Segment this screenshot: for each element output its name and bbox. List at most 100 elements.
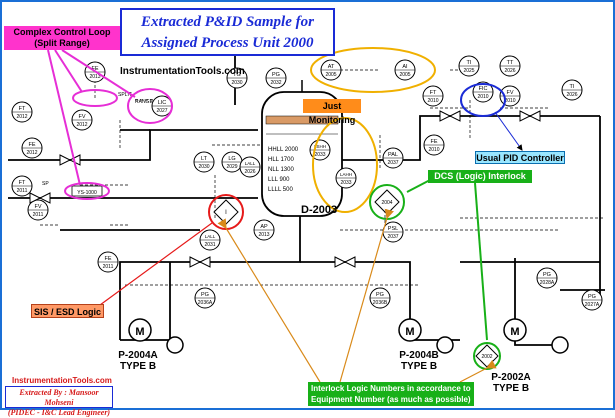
instrument-lg2029: LG 2029 [221,151,243,173]
instrument-lg2029-num: 2029 [226,164,237,170]
instrument-ai2005-func: AI [402,64,408,70]
website-label-bottom: InstrumentationTools.com [12,376,112,385]
pump-p2002a-symbol: M [503,318,569,354]
instrument-fe2012-func: FE [28,142,35,148]
instrument-tg2030-func: TG [233,72,241,78]
credit-box: Extracted By : Mansoor Mohseni (PIDEC - … [5,386,113,417]
svg-text:YS-1000: YS-1000 [77,190,97,196]
pump-p2004b-tag: P-2004B [399,350,439,361]
instrument-fv2010-num: 2010 [504,98,515,104]
svg-text:RANGE: RANGE [135,99,153,105]
instrument-lt2030-func: LT [201,156,208,162]
instrument-lshh2033-func: LSHH [314,144,326,149]
instrument-at2005-num: 2005 [325,72,336,78]
instrument-pg2036b: PG 2036B [369,287,391,309]
pump-p2004a-symbol: M [128,318,184,354]
pump-p2002a-tag: P-2002A [491,372,531,383]
instrument-pal2037-num: 2037 [387,160,398,166]
sis-pointer [99,222,213,306]
pid-highlight [460,83,506,117]
pump-p2002a-type: TYPE B [492,383,530,394]
ccl-line-1: Complex Control Loop [13,27,111,37]
pump-p2004a-label: P-2004A TYPE B [103,350,173,372]
instrument-ft2010: FT 2010 [422,85,444,107]
pump-p2004a-tag: P-2004A [118,350,158,361]
instrument-ti2025-num: 2025 [463,68,474,74]
instrument-fv2011-num: 2011 [33,212,44,218]
svg-text:I: I [225,210,227,216]
instrument-pg2036a-func: PG [201,292,209,298]
instrument-lall2031-func: LALL [205,234,216,239]
instrument-lt2030-num: 2030 [198,164,209,170]
instrument-lahh2033-num: 2033 [340,180,351,186]
pump-p2004a-type: TYPE B [119,361,157,372]
instrument-psl2037-func: PSL [388,226,398,232]
instrument-pg2028a-num: 2028A [540,280,555,286]
instrument-fv2011-func: FV [34,204,41,210]
instrument-lg2029-func: LG [228,156,235,162]
instrument-pg2036b-func: PG [376,292,384,298]
instrument-fe2013-num: 2013 [89,74,100,80]
instrument-fv2012: FV 2012 [71,109,93,131]
instrument-pal2037-func: PAL [388,152,398,158]
instrument-ti2026-func: TI [570,84,575,90]
instrument-ti2025: TI 2025 [458,55,480,77]
just-monitoring-callout: Just Monitoring [303,99,361,125]
split-range-highlight [47,49,173,200]
instrument-tt2026-num: 2026 [504,68,515,74]
instrument-ap2013-func: AP [260,224,268,230]
instrument-fv2012-num: 2012 [76,122,87,128]
instrument-pg2027a-num: 2027A [585,302,600,308]
pump-p2002a-label: P-2002A TYPE B [476,372,546,394]
vessel-level-hhll: HHLL 2000 [268,147,299,153]
pump-p2004b-type: TYPE B [400,361,438,372]
instrument-fe2011-num: 2011 [103,264,114,270]
dcs-interlock-callout: DCS (Logic) Interlock [428,170,532,183]
instrument-pg2027a-func: PG [588,294,596,300]
instrument-pg2036b-num: 2036B [373,300,388,306]
instrument-fic2010-func: FIC [479,86,488,92]
pid-pointer [494,111,523,151]
vessel-level-nll: NLL 1300 [268,167,294,173]
split-range-block: YS-1000 SPLIT RANGE SP [42,92,153,197]
instrument-pal2037: PAL 2037 [382,147,404,169]
svg-text:2004: 2004 [381,200,392,206]
interlock-diamond-dcs: 2004 [374,189,400,215]
monitoring-highlight [310,47,436,213]
instrument-pg2027a: PG 2027A [581,289,603,311]
title-line-1: Extracted P&ID Sample for [141,14,314,30]
instrument-ft2011-func: FT [19,180,26,186]
instrument-ft2010-num: 2010 [427,98,438,104]
svg-text:M: M [510,326,519,338]
complex-control-loop-callout: Complex Control Loop (Split Range) [4,26,120,50]
instrument-ft2010-func: FT [430,90,437,96]
interlock-number-pointers [217,208,497,383]
instrument-ti2025-func: TI [467,60,472,66]
interlock-diamond-i: I [213,199,239,225]
instrument-fv2010-func: FV [506,90,513,96]
instrument-fv2012-func: FV [78,114,85,120]
instrument-ti2026-num: 2026 [566,92,577,98]
instrument-fe2013-func: FE [91,66,98,72]
title-line-2: Assigned Process Unit 2000 [141,35,314,51]
svg-text:SP: SP [42,181,49,187]
instrument-lall2026-num: 2026 [244,169,255,175]
instrument-fic2010-num: 2010 [477,94,488,100]
svg-text:M: M [405,326,414,338]
instrument-ft2011-num: 2011 [17,188,28,194]
interlock-diamond-pump: 2002 [475,344,499,368]
instrument-pg2032-num: 2032 [270,80,281,86]
